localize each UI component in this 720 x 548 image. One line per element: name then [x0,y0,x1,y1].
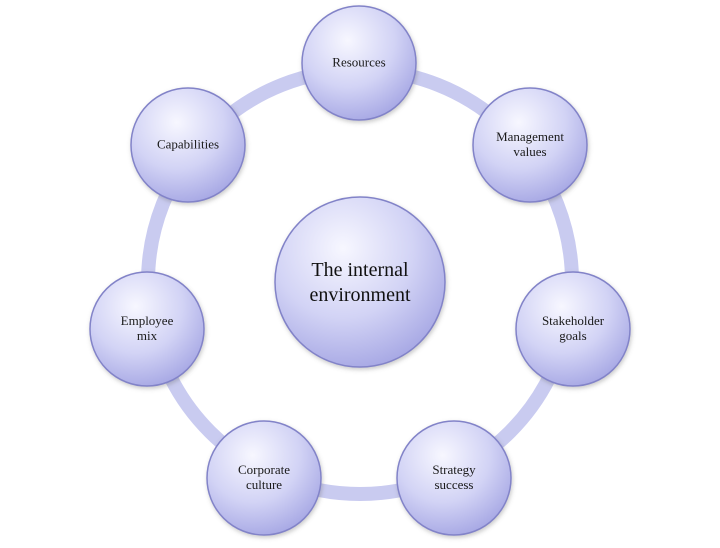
strategy-success-circle [396,420,512,536]
strategy-success-label: Strategy success [432,462,476,492]
stakeholder-goals-label: Stakeholder goals [541,313,605,343]
center-circle [274,196,446,368]
capabilities-label: Capabilities [156,136,220,152]
management-values-label: Management values [496,129,564,159]
resources-label: Resources [332,54,386,70]
employee-mix-label: Employee mix [120,313,174,343]
center-label: The internal environment [309,259,411,306]
stakeholder-goals-circle [515,271,631,387]
capabilities-circle [130,87,246,203]
resources-circle [301,5,417,121]
nodes-layer [89,5,631,536]
employee-mix-circle [89,271,205,387]
corporate-culture-label: Corporate culture [238,462,290,492]
management-values-circle [472,87,588,203]
corporate-culture-circle [206,420,322,536]
